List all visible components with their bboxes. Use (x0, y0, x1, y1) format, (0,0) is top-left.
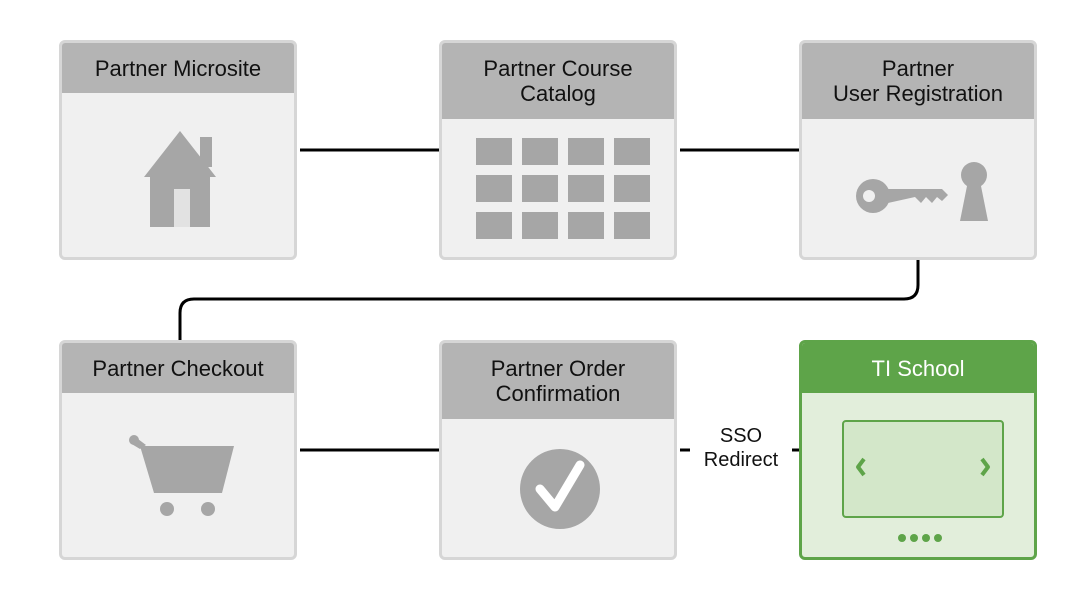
node-partner-course-catalog: Partner Course Catalog (439, 40, 677, 260)
node-title: Partner Microsite (62, 43, 294, 93)
node-title: Partner Course Catalog (442, 43, 674, 119)
node-partner-checkout: Partner Checkout (59, 340, 297, 560)
edge-label-sso-redirect: SSO Redirect (690, 424, 792, 472)
node-partner-user-registration: Partner User Registration (799, 40, 1037, 260)
node-partner-microsite: Partner Microsite (59, 40, 297, 260)
carousel-icon (842, 420, 1004, 542)
key-keyhole-icon (856, 162, 988, 221)
node-partner-order-confirmation: Partner Order Confirmation (439, 340, 677, 560)
checkmark-icon (520, 449, 600, 529)
edge-registration-checkout (178, 260, 920, 340)
node-ti-school: TI School (799, 340, 1037, 560)
node-title: Partner Checkout (62, 343, 294, 393)
grid-icon (476, 138, 650, 239)
node-title: Partner Order Confirmation (442, 343, 674, 419)
node-title: Partner User Registration (802, 43, 1034, 119)
shopping-cart-icon (129, 435, 234, 516)
house-icon (144, 131, 216, 227)
node-title: TI School (802, 343, 1034, 393)
